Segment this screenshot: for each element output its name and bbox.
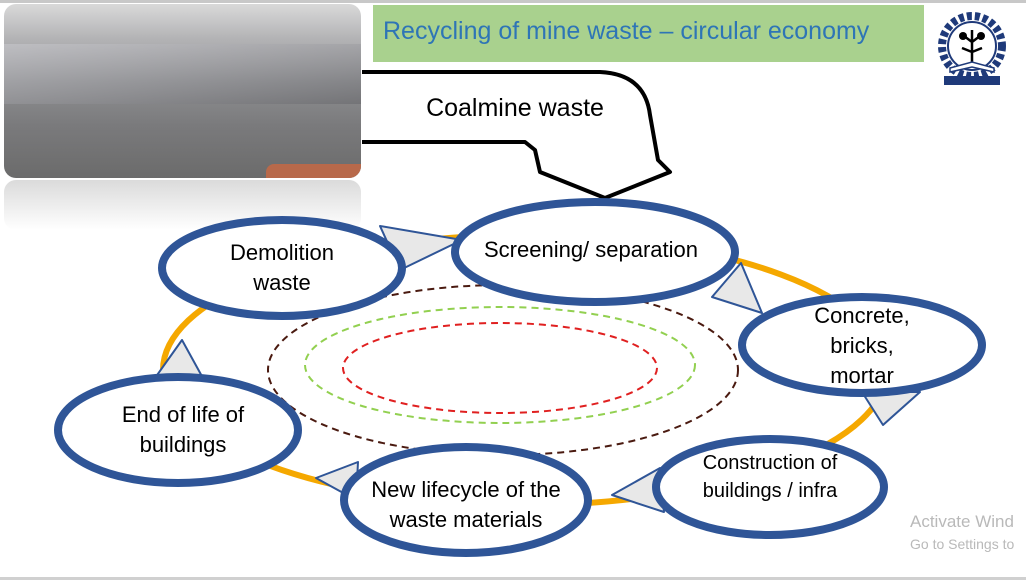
activation-watermark: Activate Wind Go to Settings to — [910, 512, 1014, 552]
title-banner: Recycling of mine waste – circular econo… — [373, 5, 924, 62]
new-lifecycle-label-text: New lifecycle of the waste materials — [371, 477, 561, 532]
dashed-ring-middle — [304, 306, 696, 424]
node-screening — [451, 198, 739, 306]
watermark-line2: Go to Settings to — [910, 536, 1015, 552]
top-border — [0, 0, 1026, 3]
demolition-label: Demolition waste — [230, 238, 334, 298]
coalmine-photo — [4, 4, 361, 178]
bottom-border — [0, 577, 1026, 580]
screening-label: Screening/ separation — [483, 237, 699, 262]
concrete-label: Concrete, bricks, mortar — [780, 301, 944, 391]
institute-logo-icon — [938, 12, 1006, 85]
watermark-line1: Activate Wind — [910, 512, 1014, 531]
dashed-ring-inner — [342, 322, 658, 414]
demolition-label-text: Demolition waste — [230, 240, 334, 295]
node-end-of-life — [54, 373, 302, 487]
node-demolition — [158, 216, 406, 320]
node-concrete — [738, 293, 986, 397]
coalmine-waste-label: Coalmine waste — [426, 94, 604, 122]
new-lifecycle-label: New lifecycle of the waste materials — [371, 475, 561, 535]
node-new-lifecycle — [340, 443, 592, 557]
coalmine-callout-arrow — [362, 70, 672, 200]
arrow-screening-to-concrete — [711, 262, 763, 314]
slide-title: Recycling of mine waste – circular econo… — [383, 17, 870, 45]
end-of-life-label: End of life of buildings — [122, 400, 244, 460]
construction-label-text: Construction of buildings / infra — [702, 452, 838, 502]
node-construction — [652, 435, 888, 539]
end-of-life-label-text: End of life of buildings — [121, 402, 245, 457]
concrete-label-text: Concrete, bricks, mortar — [814, 303, 910, 388]
construction-label: Construction of buildings / infra — [703, 449, 838, 505]
